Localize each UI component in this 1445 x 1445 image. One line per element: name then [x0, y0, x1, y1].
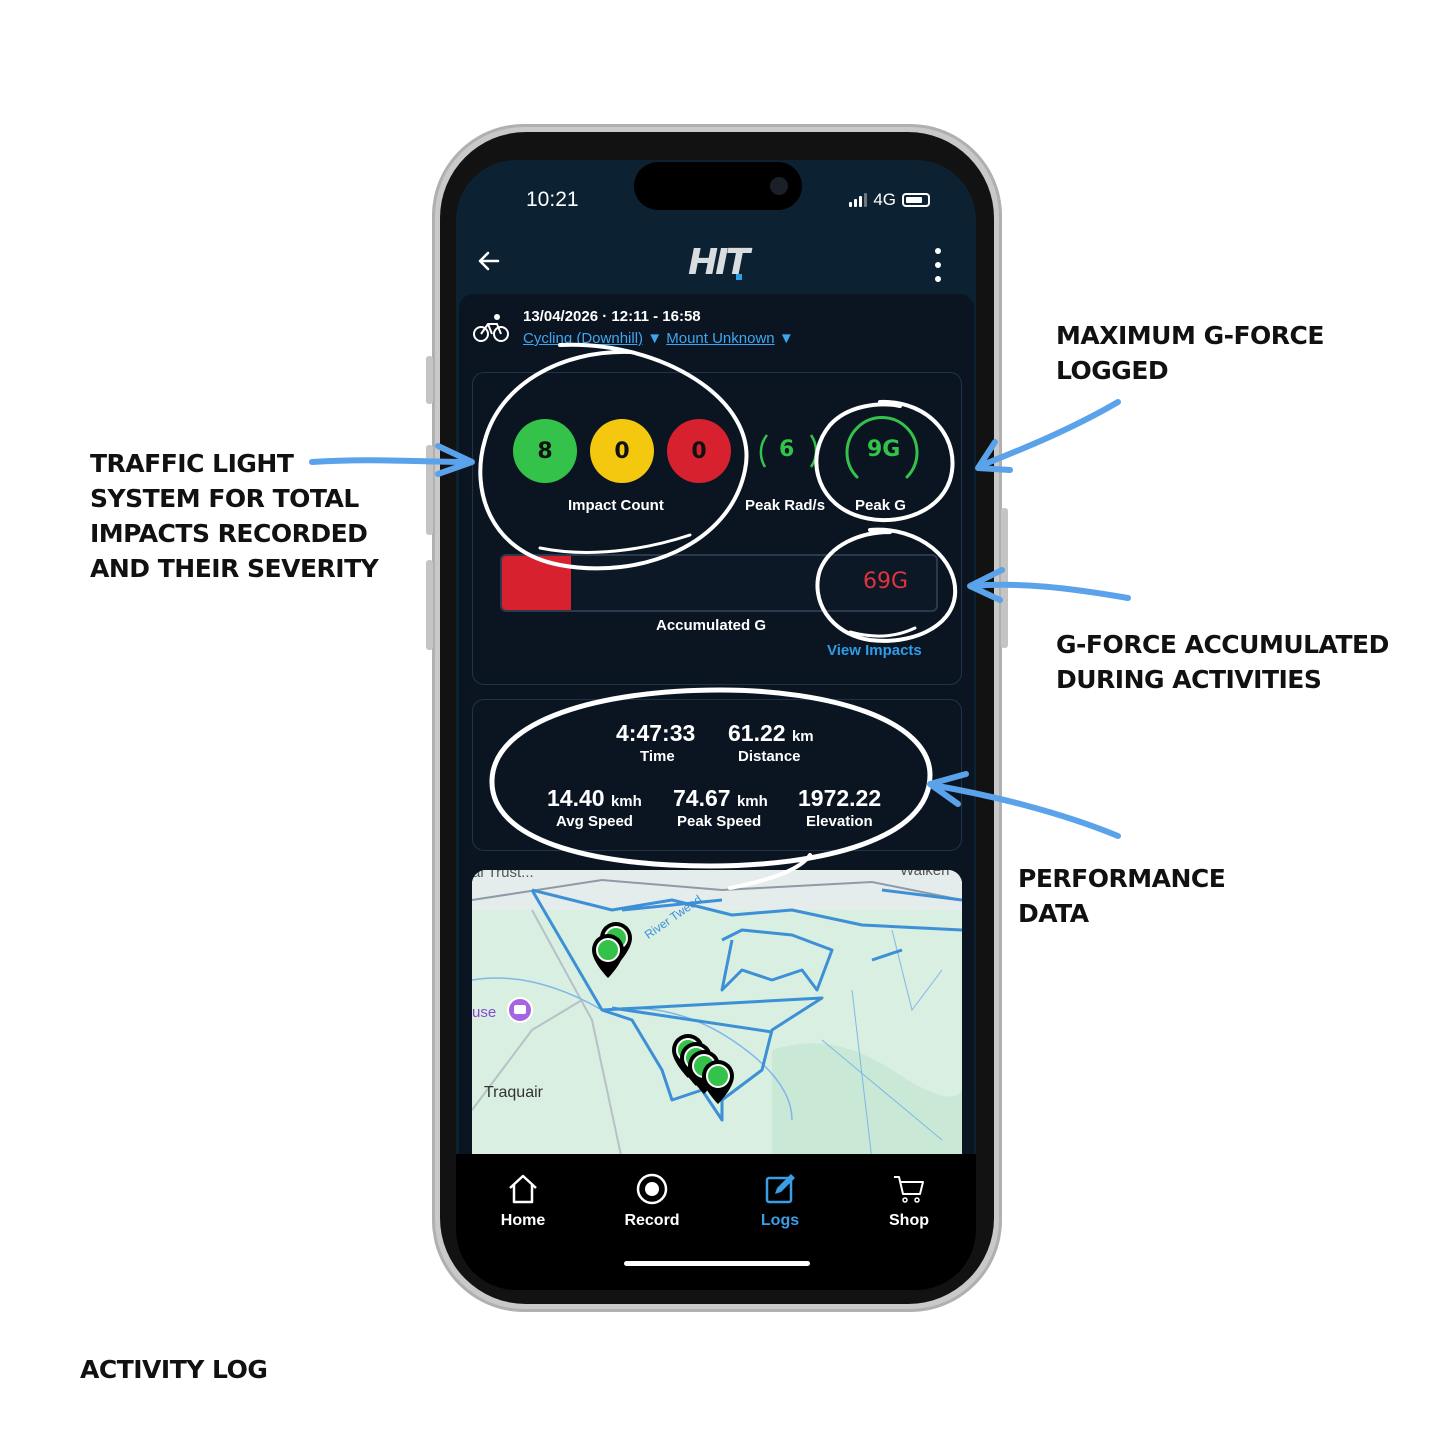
- time-label: Time: [640, 748, 675, 765]
- view-impacts-link[interactable]: View Impacts: [827, 642, 922, 659]
- performance-card: 4:47:33 Time 61.22 km Distance 14.40 kmh…: [472, 699, 962, 851]
- impact-red-count: 0: [667, 419, 731, 483]
- impacts-card: 8 0 0 Impact Count 6 Peak Rad/s 9G Peak …: [472, 372, 962, 685]
- signal-icon: [849, 193, 868, 207]
- accumulated-g-label: Accumulated G: [656, 617, 767, 634]
- mount-selector[interactable]: Mount Unknown: [666, 330, 775, 347]
- annotation-performance: PERFORMANCE DATA: [1018, 864, 1226, 928]
- more-menu-icon[interactable]: [934, 248, 942, 282]
- peak-speed-value: 74.67: [673, 785, 731, 811]
- elevation-value: 1972.22: [798, 785, 882, 811]
- status-time: 10:21: [526, 188, 579, 211]
- time-value: 4:47:33: [616, 720, 696, 746]
- nav-shop-label: Shop: [889, 1212, 929, 1229]
- distance-unit: km: [791, 728, 814, 745]
- accumulated-g-fill: [502, 556, 572, 610]
- phone-screen: 10:21 4G HIT 13/04/2026 · 12:11 - 16:58 …: [456, 160, 976, 1290]
- record-icon: [636, 1173, 668, 1205]
- battery-icon: [902, 193, 930, 207]
- distance-stat: 61.22 km: [728, 720, 814, 747]
- avg-speed-label: Avg Speed: [556, 813, 633, 830]
- impact-green-count: 8: [513, 419, 577, 483]
- cart-icon: [894, 1176, 924, 1203]
- dynamic-island: [634, 162, 802, 210]
- nav-record-label: Record: [624, 1212, 680, 1229]
- activity-tags: Cycling (Downhill) ▼ Mount Unknown ▼: [523, 330, 794, 347]
- impact-count-label: Impact Count: [568, 497, 664, 514]
- route-map[interactable]: al Trust... River Tweed Walkeri use Traq…: [472, 870, 962, 1160]
- mount-dropdown-icon[interactable]: ▼: [778, 330, 794, 347]
- power-button: [1001, 508, 1008, 648]
- avg-speed-value: 14.40: [547, 785, 605, 811]
- nav-logs[interactable]: Logs: [730, 1172, 830, 1230]
- sport-selector[interactable]: Cycling (Downhill): [523, 330, 644, 347]
- nav-home-label: Home: [500, 1212, 546, 1229]
- status-indicators: 4G: [849, 190, 930, 210]
- peak-g-value: 9G: [867, 437, 901, 462]
- activity-content: 13/04/2026 · 12:11 - 16:58 Cycling (Down…: [459, 294, 974, 1290]
- logo-dot: [736, 274, 742, 280]
- network-label: 4G: [873, 190, 896, 209]
- camera-icon: [770, 177, 788, 195]
- logs-icon: [765, 1174, 795, 1204]
- accumulated-g-value: 69G: [863, 569, 909, 594]
- volume-up-button: [426, 445, 433, 535]
- peak-rad-value: 6: [779, 437, 795, 462]
- volume-down-button: [426, 560, 433, 650]
- distance-value: 61.22: [728, 720, 786, 746]
- map-label-traquair: Traquair: [484, 1084, 543, 1101]
- mute-switch: [426, 356, 433, 404]
- route-map-graphic: [472, 870, 962, 1160]
- map-label-walker: Walkeri: [900, 870, 950, 879]
- impact-yellow-count: 0: [590, 419, 654, 483]
- sport-dropdown-icon[interactable]: ▼: [647, 330, 663, 347]
- peak-g-label: Peak G: [855, 497, 906, 514]
- avg-speed-stat: 14.40 kmh: [547, 785, 642, 812]
- cycling-icon: [473, 314, 509, 342]
- map-label-trust: al Trust...: [472, 870, 534, 881]
- elevation-label: Elevation: [806, 813, 873, 830]
- bottom-nav: Home Record Logs Shop: [456, 1154, 976, 1290]
- peak-rad-label: Peak Rad/s: [745, 497, 826, 514]
- annotation-accumulated: G-FORCE ACCUMULATED DURING ACTIVITIES: [1056, 630, 1389, 694]
- home-indicator: [624, 1261, 810, 1266]
- back-arrow-icon[interactable]: [476, 248, 502, 281]
- peak-speed-label: Peak Speed: [677, 813, 762, 830]
- annotation-max-g: MAXIMUM G-FORCE LOGGED: [1056, 321, 1324, 385]
- nav-shop[interactable]: Shop: [859, 1172, 959, 1230]
- home-icon: [509, 1174, 537, 1204]
- nav-home[interactable]: Home: [473, 1172, 573, 1230]
- annotation-activity-log: ACTIVITY LOG: [80, 1355, 268, 1384]
- avg-speed-unit: kmh: [610, 793, 642, 810]
- annotation-traffic-light: TRAFFIC LIGHT SYSTEM FOR TOTAL IMPACTS R…: [90, 449, 379, 583]
- peak-speed-stat: 74.67 kmh: [673, 785, 768, 812]
- peak-speed-unit: kmh: [736, 793, 768, 810]
- map-label-house: use: [472, 1004, 497, 1021]
- nav-record[interactable]: Record: [602, 1172, 702, 1230]
- distance-label: Distance: [738, 748, 801, 765]
- nav-logs-label: Logs: [760, 1212, 800, 1229]
- activity-date-range: 13/04/2026 · 12:11 - 16:58: [523, 308, 701, 325]
